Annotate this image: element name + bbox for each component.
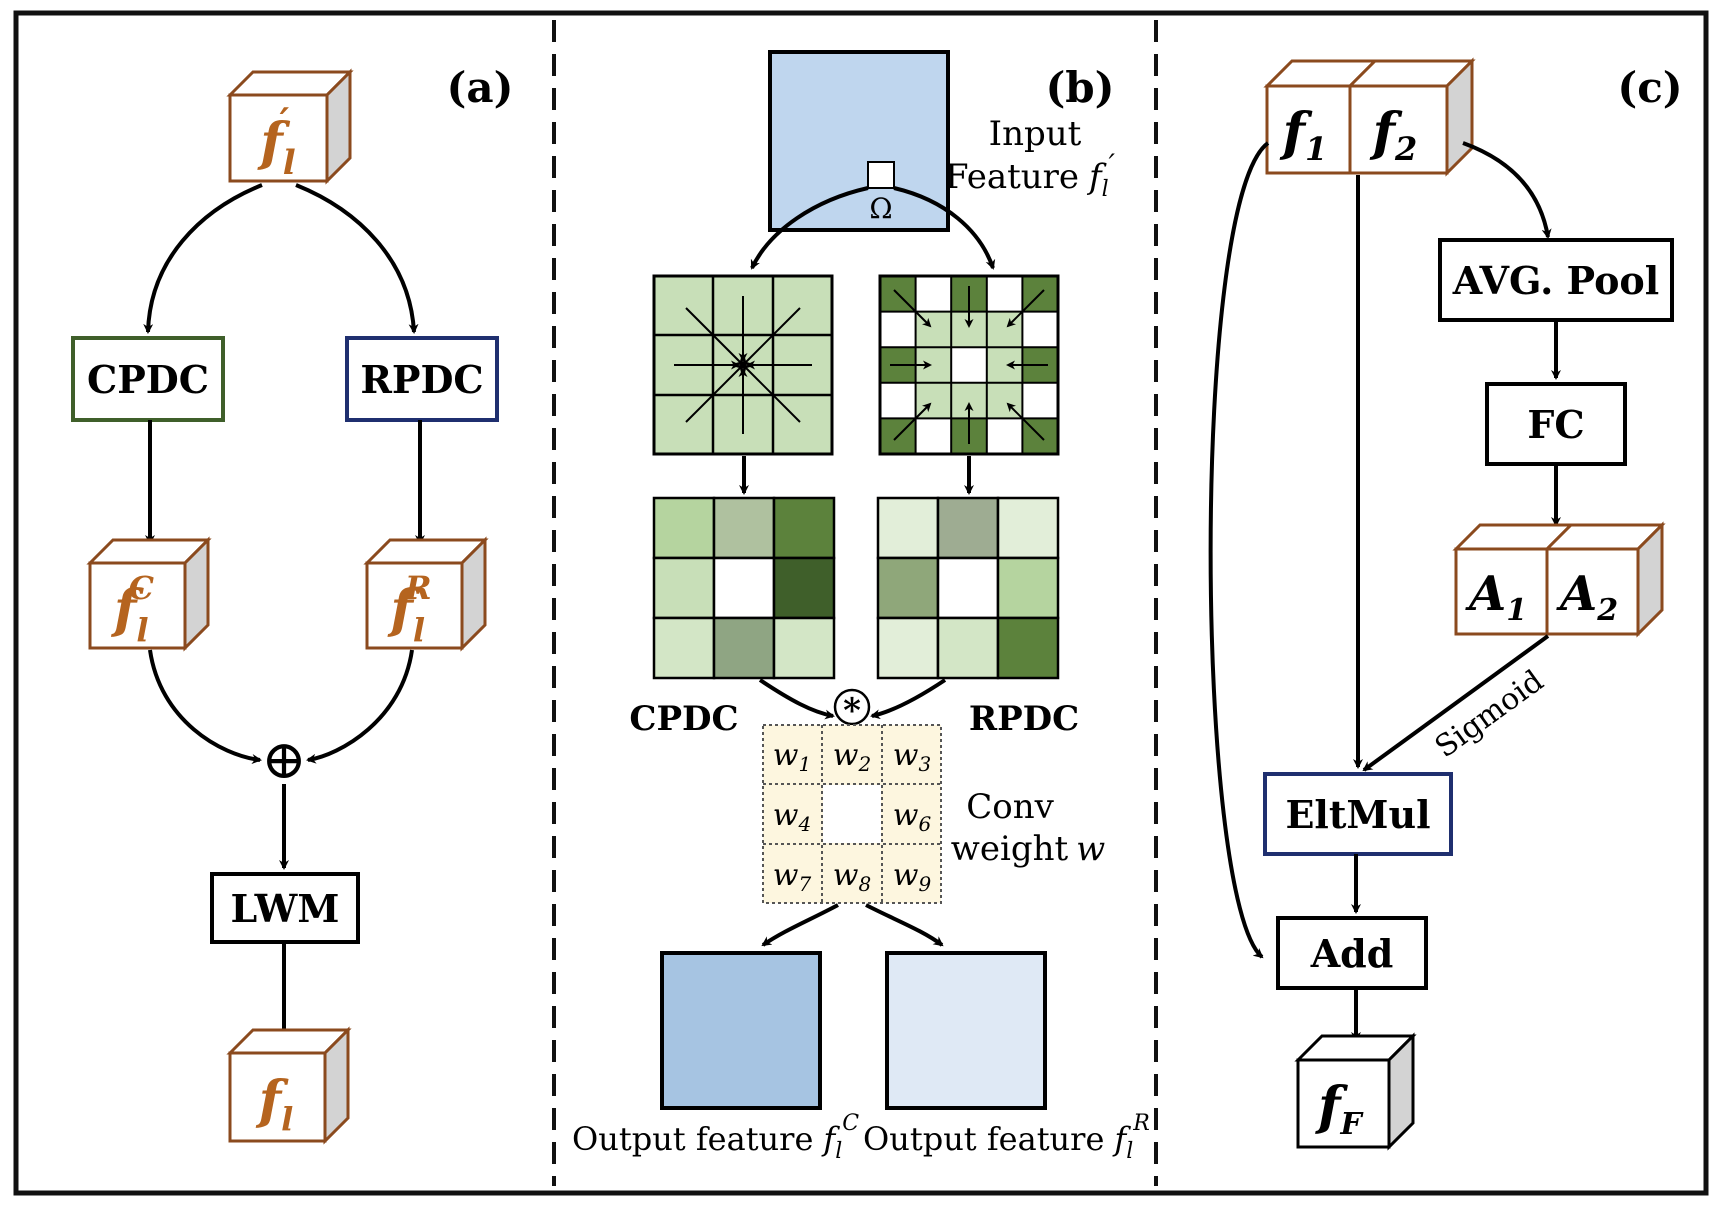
- output-feature-r: [885, 951, 1047, 1110]
- panel-c-label: (c): [1617, 63, 1682, 112]
- weight-w4: w4: [773, 798, 811, 836]
- cube-c-f1f2: f1 f2: [1263, 57, 1476, 177]
- box-a-rpdc: [345, 336, 499, 422]
- box-c-fc: [1485, 382, 1627, 466]
- cpdc-grid: [652, 274, 834, 456]
- arrow-a-input-cpdc: [143, 183, 263, 334]
- box-a-lwm-label: LWM: [231, 886, 340, 931]
- weight-grid: w1 w2 w3 w4 w6 w7 w8 w9: [762, 724, 942, 904]
- arrow-b-input-cpdc: [750, 186, 869, 270]
- box-c-add-label: Add: [1310, 931, 1394, 976]
- arrow-c-sigmoid-eltmul: [1362, 634, 1550, 772]
- weight-w1: w1: [773, 738, 811, 776]
- cpdc-kernel: [652, 496, 836, 680]
- box-c-avgpool-label: AVG. Pool: [1452, 258, 1659, 303]
- weight-w7: w7: [773, 858, 812, 896]
- arrow-c-f-avgpool: [1462, 141, 1552, 239]
- arrow-b-weight-outc: [761, 903, 839, 947]
- panel-a-label: (a): [447, 63, 514, 112]
- panel-a: (a) fl′ CPDC RPDC flC flR: [71, 63, 514, 1145]
- outer-frame: [13, 10, 1709, 1196]
- weight-w3: w3: [893, 738, 931, 776]
- conv-symbol-circle: [833, 688, 871, 726]
- box-a-cpdc-label: CPDC: [87, 357, 209, 402]
- cube-c-a1-label: A1: [1465, 566, 1527, 628]
- arrow-b-weight-outr: [865, 903, 944, 947]
- conv-weight-line1: Conv: [966, 787, 1054, 827]
- input-feature-line1: Input: [989, 114, 1082, 154]
- cube-a-fr: flR: [363, 536, 489, 652]
- box-c-fc-label: FC: [1527, 402, 1584, 447]
- input-feature-map: [768, 50, 950, 232]
- cube-a-input: fl′: [226, 68, 354, 185]
- weight-w6: w6: [893, 798, 932, 836]
- arrow-b-rpdc-conv: [870, 678, 947, 720]
- arrow-b-cpdc-conv: [758, 678, 835, 720]
- arrow-a-fr-sum: [306, 649, 414, 764]
- cube-c-a2-label: A2: [1556, 566, 1618, 628]
- arrow-c-skip-add: [1208, 141, 1270, 959]
- cube-a-fc: flC: [86, 536, 212, 652]
- label-b-cpdc: CPDC: [629, 699, 738, 739]
- weight-w2: w2: [833, 738, 871, 776]
- cube-c-output: fF: [1294, 1032, 1417, 1151]
- box-a-lwm: [210, 872, 360, 944]
- conv-symbol: *: [843, 691, 861, 731]
- omega-window: [867, 161, 895, 189]
- panel-b-label: (b): [1045, 63, 1114, 112]
- box-a-rpdc-label: RPDC: [360, 357, 483, 402]
- arrow-b-input-rpdc: [893, 186, 996, 270]
- rpdc-grid: [878, 274, 1060, 456]
- rpdc-kernel: [876, 496, 1060, 680]
- omega-label: Ω: [869, 192, 892, 225]
- label-b-rpdc: RPDC: [969, 699, 1079, 739]
- box-c-add: [1276, 916, 1428, 990]
- sum-symbol: ⊕: [261, 728, 306, 791]
- arrow-a-fc-sum: [148, 649, 262, 764]
- cube-c-output-label: fF: [1314, 1076, 1364, 1142]
- box-c-avgpool: [1438, 238, 1674, 322]
- cube-c-a1a2: A1 A2: [1452, 521, 1666, 638]
- cube-a-output: fl: [226, 1026, 352, 1145]
- panel-c: (c) f1 f2 AVG. Pool FC: [1208, 57, 1683, 1151]
- arrow-a-input-rpdc: [295, 183, 419, 334]
- box-c-eltmul-label: EltMul: [1285, 792, 1430, 837]
- weight-w9: w9: [893, 858, 932, 896]
- cube-a-input-label: fl′: [256, 101, 295, 183]
- output-feature-c: [660, 951, 822, 1110]
- weight-w8: w8: [833, 858, 871, 896]
